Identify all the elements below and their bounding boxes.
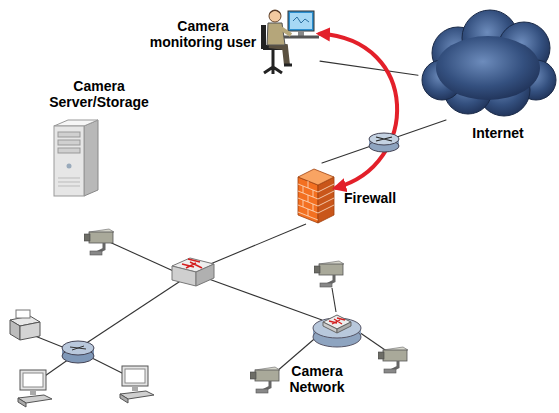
network-cameras — [378, 347, 408, 373]
server-icon — [58, 178, 80, 186]
workstations — [120, 366, 154, 403]
node-label: Camera monitoring user — [147, 18, 259, 50]
user-icon — [267, 23, 285, 45]
network-wires — [82, 280, 182, 346]
server-icon — [67, 164, 72, 169]
firewall-node: Firewall — [296, 163, 336, 225]
core-switch — [172, 258, 214, 286]
network-cameras — [250, 367, 280, 393]
printer — [16, 310, 30, 318]
user-icon — [269, 10, 281, 15]
network-link — [320, 61, 418, 75]
user-icon — [284, 64, 292, 67]
printer — [10, 320, 20, 340]
router-symbol — [369, 133, 399, 145]
network-wires — [206, 278, 322, 320]
server-camera — [84, 229, 114, 255]
node-label: Internet — [458, 125, 538, 141]
user-icon — [290, 13, 312, 29]
switch-icon — [323, 322, 337, 333]
server-icon — [58, 140, 80, 145]
printer — [20, 322, 40, 340]
cloud-icon — [418, 8, 558, 120]
network-wires — [105, 240, 180, 274]
firewall-icon — [296, 163, 336, 225]
node-label: Firewall — [344, 190, 396, 206]
office-switch — [62, 341, 94, 363]
server-icon — [84, 120, 98, 196]
firewall-icon — [298, 169, 334, 185]
cloud-icon — [436, 36, 540, 100]
user-icon — [269, 10, 281, 22]
node-label: Camera Server/Storage — [44, 78, 154, 110]
switch-icon — [337, 322, 351, 333]
router-symbol — [376, 137, 392, 141]
network-wires — [332, 288, 336, 312]
user-node: Camera monitoring user — [255, 5, 320, 77]
switch-node: Camera Network — [312, 308, 362, 348]
user-icon — [283, 36, 319, 39]
network-link — [322, 120, 446, 163]
node-label: Camera Network — [277, 363, 357, 395]
switch-icon — [312, 308, 362, 348]
server-icon — [48, 118, 104, 200]
user-icon — [255, 5, 320, 77]
office-switch — [62, 341, 94, 355]
access-arrow — [320, 34, 397, 188]
cloud-icon — [422, 10, 556, 116]
server-icon — [58, 132, 80, 137]
server-icon — [58, 148, 80, 153]
server-icon — [54, 126, 84, 196]
core-switch — [182, 259, 202, 268]
router-symbol — [369, 133, 399, 152]
printer — [10, 310, 40, 340]
user-icon — [298, 31, 304, 36]
user-icon — [288, 11, 314, 31]
network-cameras — [314, 261, 344, 287]
core-switch — [172, 266, 196, 286]
cloud-node: Internet — [418, 8, 558, 120]
user-icon — [279, 27, 291, 35]
firewall-icon — [303, 181, 313, 216]
switch-icon — [329, 318, 345, 324]
user-icon — [293, 17, 309, 23]
network-wires — [30, 224, 388, 378]
office-switch — [70, 346, 86, 350]
server-camera — [84, 229, 114, 255]
user-icon — [264, 50, 282, 74]
workstations — [18, 370, 52, 407]
network-wires — [196, 224, 306, 270]
core-switch — [196, 264, 214, 286]
server-node: Camera Server/Storage — [48, 118, 104, 200]
user-icon — [269, 45, 287, 65]
firewall-icon — [298, 181, 334, 220]
firewall-icon — [318, 184, 334, 213]
server-icon — [54, 120, 98, 126]
workstations — [18, 366, 154, 407]
